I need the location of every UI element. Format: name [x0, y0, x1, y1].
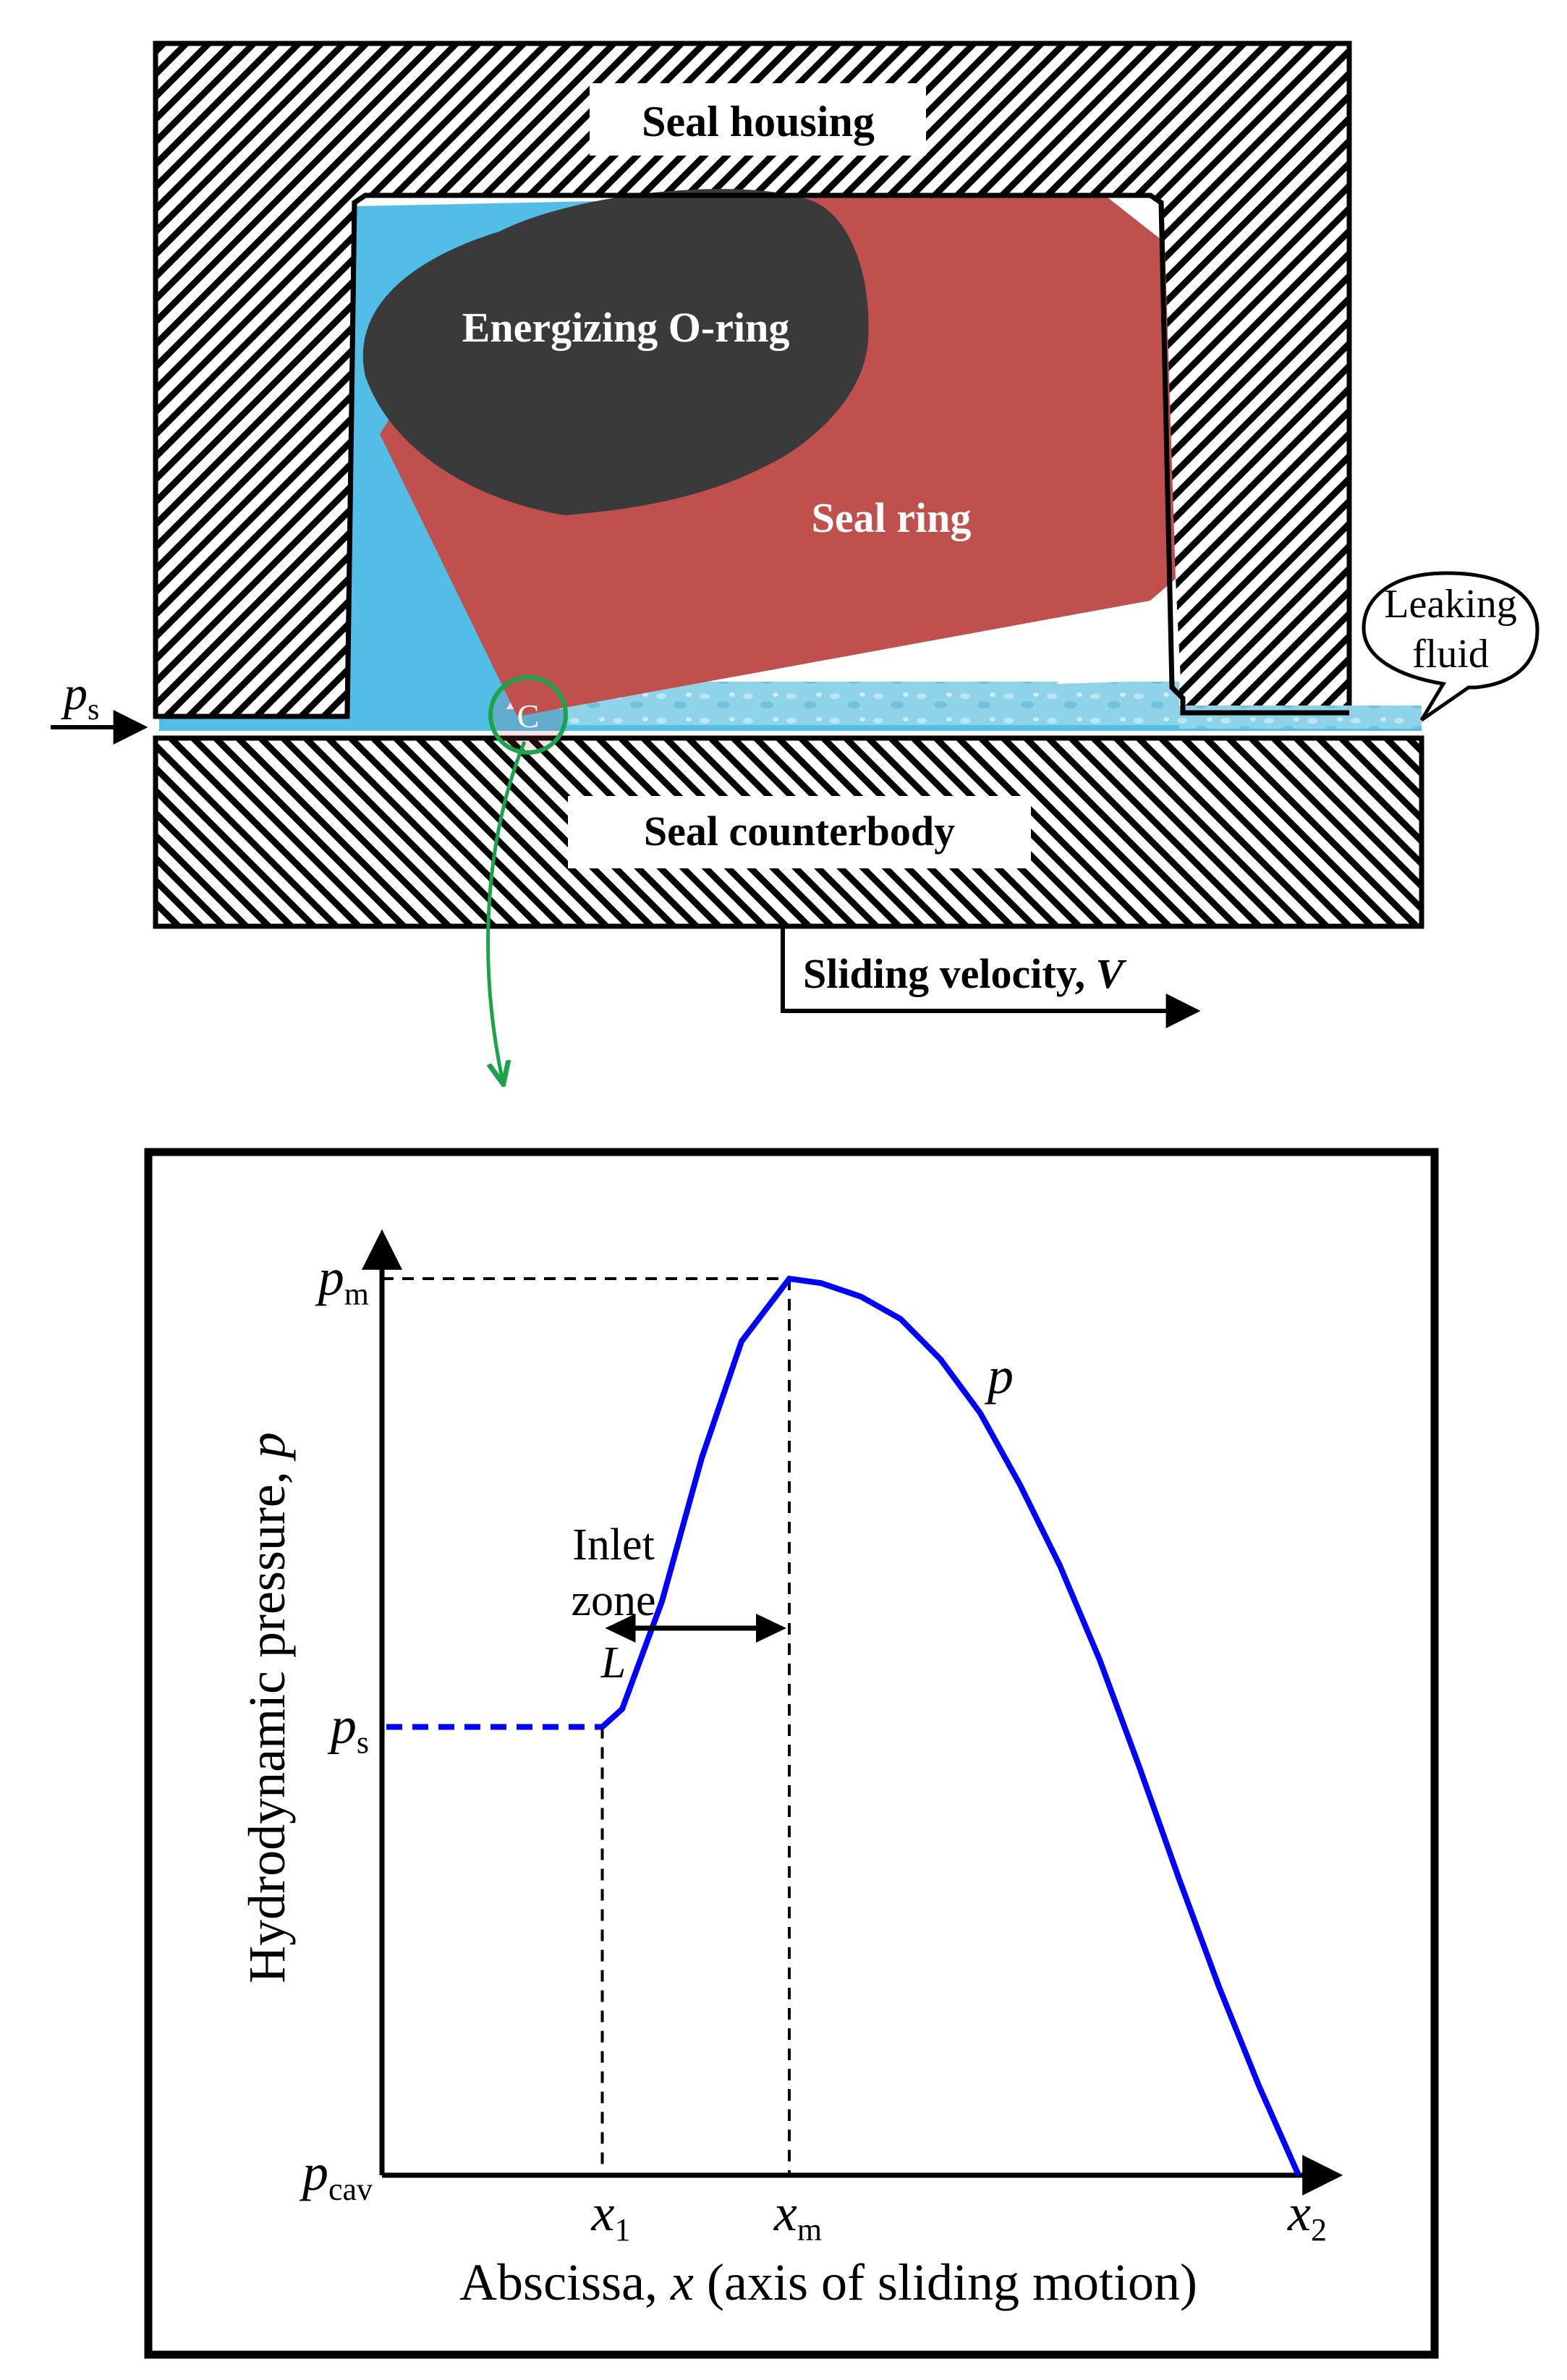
- corner-gap: [1107, 197, 1165, 242]
- y-tick-ps: ps: [327, 1697, 369, 1761]
- energizing-oring: [362, 189, 869, 515]
- seal-counterbody-label: Seal counterbody: [644, 808, 955, 855]
- energizing-oring-label: Energizing O-ring: [462, 304, 790, 351]
- seal-ring-label: Seal ring: [812, 494, 972, 541]
- chart-guides: [382, 1277, 791, 2175]
- sliding-velocity-label: Sliding velocity, V: [803, 950, 1126, 997]
- y-tick-pm: pm: [315, 1248, 369, 1312]
- contact-point-label: C: [517, 698, 540, 734]
- curve-label: p: [984, 1347, 1014, 1405]
- x-tick-x2: x2: [1287, 2184, 1327, 2248]
- seal-cross-section: Seal housing Energizing O-ring Seal ring…: [51, 41, 1540, 1082]
- x-tick-xm: xm: [773, 2184, 822, 2248]
- chart-frame: [144, 1148, 1439, 2359]
- x-axis-title: Abscissa, x (axis of sliding motion): [459, 2253, 1197, 2311]
- leaking-fluid-label-line2: fluid: [1412, 632, 1489, 677]
- leaking-fluid-bubble: [1362, 571, 1540, 722]
- y-axis-title: Hydrodynamic pressure, p: [238, 1432, 296, 1983]
- supply-pressure-label: ps: [61, 667, 99, 727]
- seal-counterbody-label-bg: [568, 796, 1031, 868]
- contact-point-marker: [488, 675, 568, 755]
- seal-housing-label: Seal housing: [642, 98, 875, 145]
- pressure-chart: Inlet zone L p pm ps pcav x1 xm x2 Hydro…: [144, 1148, 1439, 2359]
- leaking-fluid-label-line1: Leaking: [1384, 582, 1516, 627]
- inlet-zone-symbol: L: [600, 1638, 626, 1687]
- x-tick-x1: x1: [591, 2184, 631, 2248]
- sliding-velocity-arrow: [781, 926, 1201, 1028]
- inlet-zone-label-line2: zone: [571, 1576, 655, 1625]
- inlet-arrow-head-right: [756, 1614, 786, 1643]
- pressure-curve: [600, 1275, 1301, 2177]
- y-tick-pcav: pcav: [299, 2143, 373, 2207]
- inlet-zone-label-line1: Inlet: [572, 1520, 655, 1570]
- seal-housing-label-bg: [590, 83, 926, 156]
- leaking-film-right: [1179, 706, 1422, 729]
- groove-outline: [156, 192, 1349, 719]
- callout-arrow: [486, 741, 527, 1082]
- inlet-arrow-head-left: [605, 1614, 636, 1643]
- seal-gap: [1056, 579, 1181, 684]
